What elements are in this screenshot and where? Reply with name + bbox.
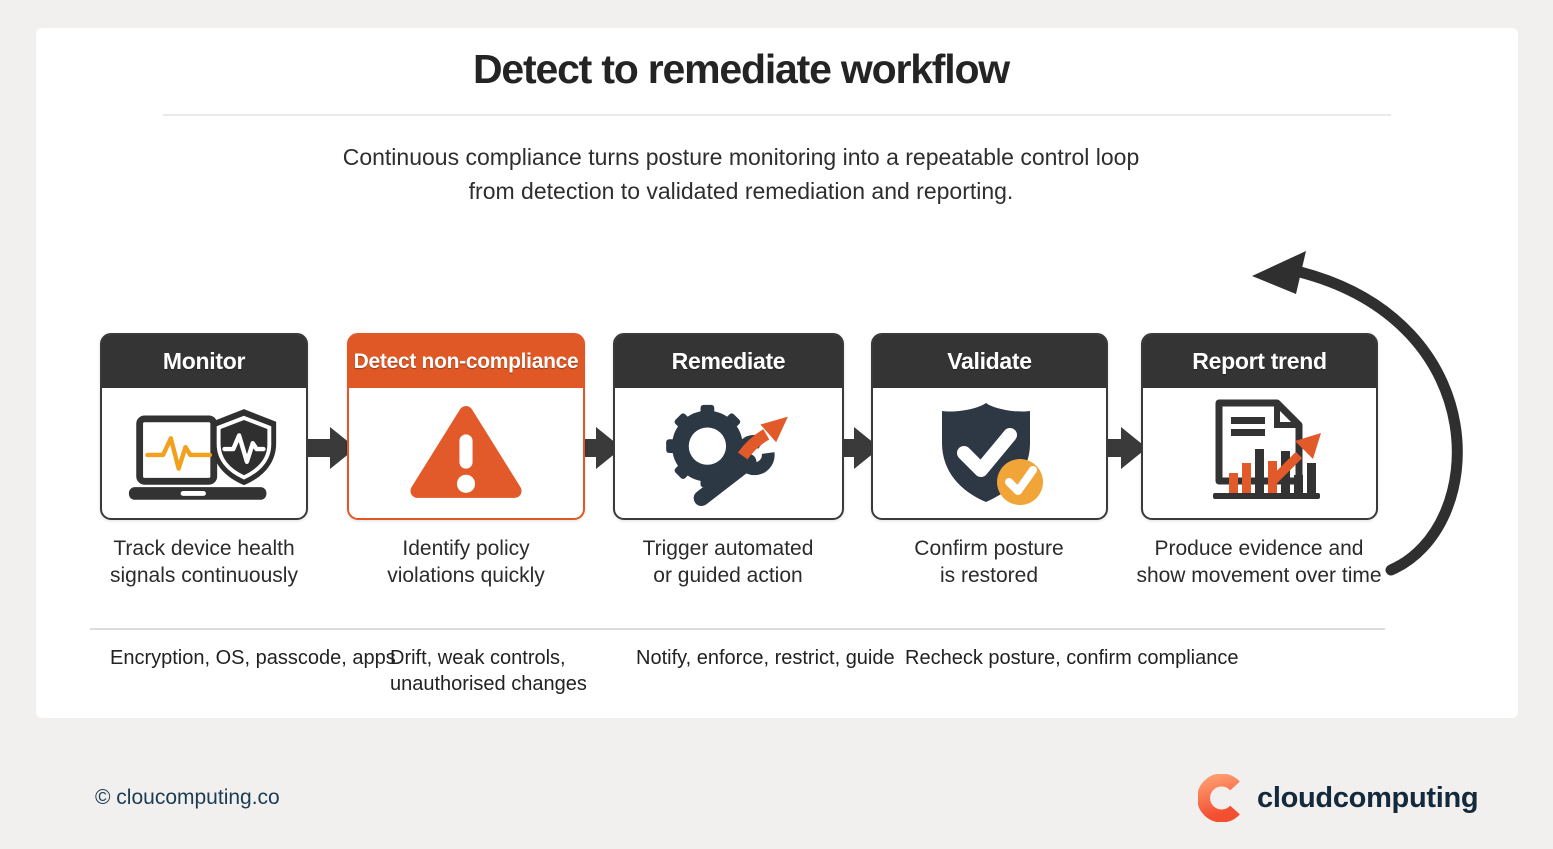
flow-arrow-2 — [558, 427, 622, 469]
gear-wrench-icon — [665, 404, 790, 507]
step-header-validate: Validate — [873, 335, 1106, 388]
detail-detect-examples: Drift, weak controls, unauthorised chang… — [390, 647, 587, 695]
brand-logo: cloudcomputing — [1198, 774, 1479, 822]
step-header-detect: Detect non-compliance — [349, 335, 583, 388]
subtitle: Continuous compliance turns posture moni… — [36, 140, 1446, 208]
step-caption-remediate: Trigger automated or guided action — [642, 537, 814, 587]
laptop-shield-icon — [128, 409, 277, 500]
detail-monitor-examples: Encryption, OS, passcode, apps — [110, 647, 396, 669]
step-caption-report: Produce evidence and show movement over … — [1136, 537, 1382, 587]
brand-c-icon — [1198, 774, 1240, 822]
copyright-text: © cloucomputing.co — [95, 786, 280, 809]
subtitle-line-1: Continuous compliance turns posture moni… — [342, 144, 1140, 170]
brand-name: cloudcomputing — [1257, 781, 1479, 814]
subtitle-line-2: from detection to validated remediation … — [468, 178, 1014, 204]
step-header-report: Report trend — [1143, 335, 1376, 388]
flow-arrow-3 — [816, 427, 880, 469]
flow-arrow-1 — [292, 427, 356, 469]
report-chart-icon — [1212, 399, 1321, 499]
step-card-monitor: Monitor — [100, 333, 308, 520]
page-title: Detect to remediate workflow — [473, 46, 1010, 92]
step-card-detect: Detect non-compliance — [347, 333, 585, 520]
step-header-remediate: Remediate — [615, 335, 842, 388]
detail-validate-examples: Recheck posture, confirm compliance — [905, 647, 1239, 669]
step-card-report: Report trend — [1141, 333, 1378, 520]
detail-remediate-examples: Notify, enforce, restrict, guide — [636, 647, 895, 669]
warning-triangle-icon — [410, 406, 522, 498]
step-card-validate: Validate — [871, 333, 1108, 520]
step-caption-monitor: Track device health signals continuously — [110, 537, 298, 587]
title-divider — [163, 114, 1391, 116]
step-caption-validate: Confirm posture is restored — [914, 537, 1064, 587]
shield-check-icon — [941, 403, 1043, 505]
step-caption-detect: Identify policy violations quickly — [387, 537, 545, 587]
step-header-monitor: Monitor — [102, 335, 306, 388]
flow-arrow-4 — [1083, 427, 1147, 469]
loop-back-arrow — [1252, 251, 1463, 576]
step-card-remediate: Remediate — [613, 333, 844, 520]
details-divider — [90, 628, 1385, 630]
